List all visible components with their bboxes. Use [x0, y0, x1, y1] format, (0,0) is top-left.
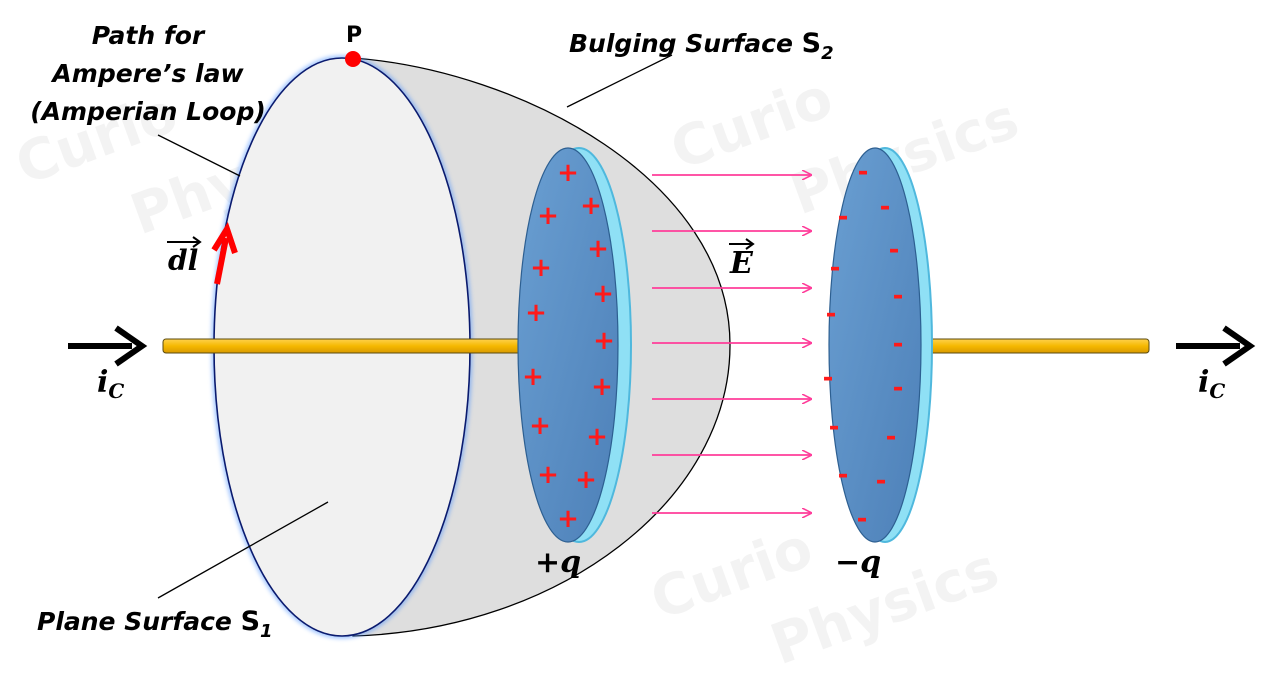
plus-sign: + [529, 411, 551, 441]
minus-sign: - [858, 157, 869, 187]
minus-sign: - [857, 504, 868, 534]
wire-right [928, 338, 1150, 354]
plus-sign: + [557, 504, 579, 534]
electric-field-arrows [652, 175, 811, 513]
plus-sign-group: +++++++++++++++ [522, 158, 615, 534]
minus-sign: - [893, 373, 904, 403]
plus-sign: + [575, 465, 597, 495]
plus-sign: + [593, 326, 615, 356]
dl-arrow [211, 221, 238, 285]
leader-line-bulging [566, 54, 673, 108]
minus-sign: - [889, 235, 900, 265]
plus-sign: + [586, 422, 608, 452]
leader-line-path [157, 134, 241, 177]
plus-sign: + [537, 201, 559, 231]
minus-sign: - [838, 460, 849, 490]
minus-sign-group: --------------- [823, 157, 904, 534]
amperian-path-label-line2: Ampere’s law [50, 59, 244, 88]
svg-text:E: E [729, 246, 754, 281]
minus-sign: - [838, 202, 849, 232]
point-p-label: P [346, 23, 362, 48]
positive-plate: +++++++++++++++ [517, 147, 632, 543]
negative-plate: --------------- [823, 147, 933, 543]
minus-sign: - [876, 466, 887, 496]
current-arrow-right [1176, 325, 1256, 367]
point-p-marker [345, 51, 361, 67]
plus-sign: + [525, 298, 547, 328]
wire-left [162, 338, 567, 354]
plus-sign: + [557, 158, 579, 188]
current-arrow-left [68, 325, 148, 367]
amperian-path-label-line3: (Amperian Loop) [30, 97, 266, 126]
minus-sign: - [886, 422, 897, 452]
charge-positive-label: +q [535, 545, 581, 580]
plus-sign: + [530, 253, 552, 283]
svg-text:dl: dl [168, 244, 198, 277]
bulging-surface-label: Bulging Surface S2 [569, 28, 834, 64]
plane-surface-label: Plane Surface S1 [37, 606, 273, 642]
plus-sign: + [587, 234, 609, 264]
field-vector-label: E [729, 238, 755, 281]
minus-sign: - [823, 363, 834, 393]
plus-sign: + [537, 460, 559, 490]
current-right-label: iC [1198, 365, 1225, 403]
charge-negative-label: −q [835, 545, 881, 580]
amperian-path-label-line1: Path for [92, 21, 206, 50]
minus-sign: - [826, 299, 837, 329]
minus-sign: - [830, 253, 841, 283]
plus-sign: + [522, 362, 544, 392]
minus-sign: - [893, 281, 904, 311]
minus-sign: - [829, 412, 840, 442]
plus-sign: + [592, 279, 614, 309]
dl-vector-label: dl [167, 236, 202, 277]
minus-sign: - [880, 192, 891, 222]
current-left-label: iC [97, 365, 124, 403]
leader-line-plane [157, 501, 329, 599]
plus-sign: + [580, 191, 602, 221]
plus-sign: + [591, 372, 613, 402]
minus-sign: - [893, 329, 904, 359]
